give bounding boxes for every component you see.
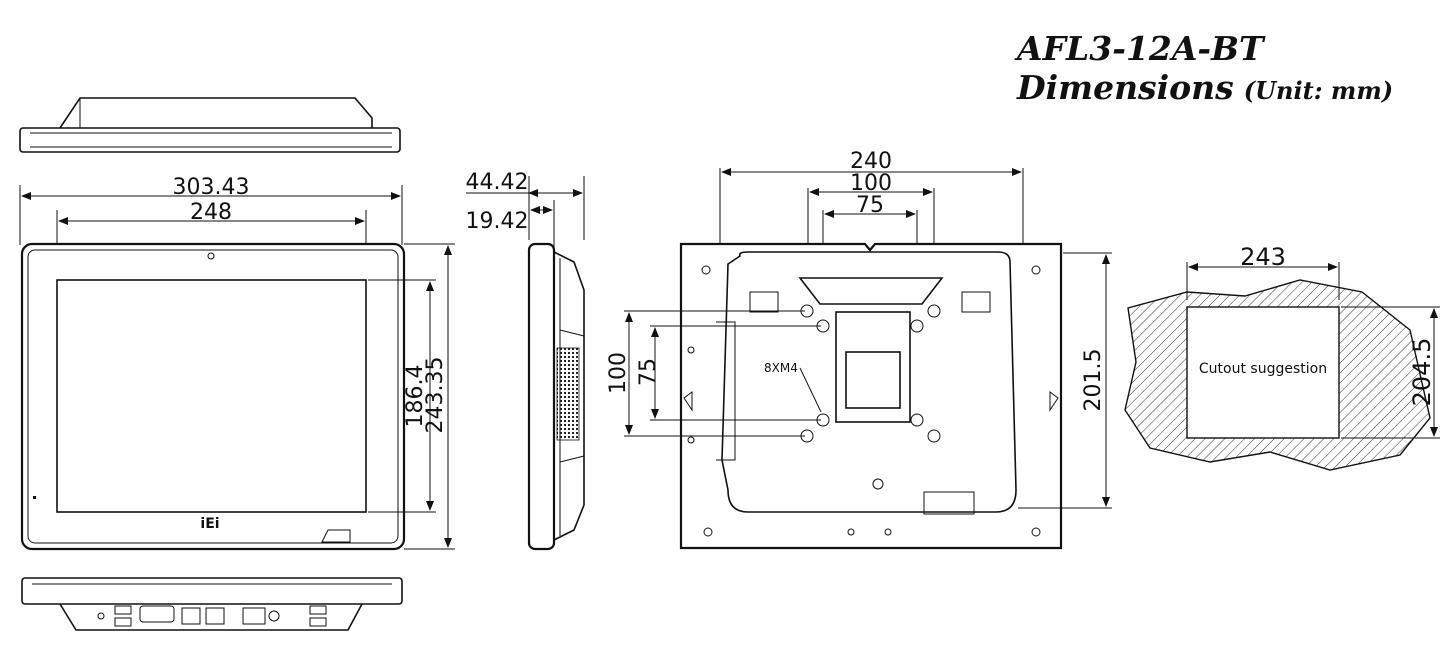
side-view: 44.42 19.42 (466, 170, 585, 551)
screw-label: 8XM4 (764, 361, 798, 375)
cutout-height: 204.5 (1408, 338, 1436, 407)
top-view (19, 97, 401, 153)
display-area (56, 279, 367, 513)
vesa-screw-hole (910, 413, 924, 427)
rear-width: 240 (850, 149, 892, 174)
side-overall-depth: 44.42 (466, 170, 529, 195)
unit-label: (Unit: mm) (1244, 76, 1393, 105)
rear-vesa-100-width: 100 (850, 171, 892, 196)
vesa-screw-hole (910, 319, 924, 333)
cutout-opening (1186, 306, 1340, 439)
rear-view: 240 100 75 8XM4 (606, 149, 1112, 550)
rear-overall-height: 201.5 (1081, 349, 1106, 412)
rear-vesa-75-width: 75 (856, 193, 884, 218)
heading-word: Dimensions (1016, 68, 1234, 107)
cutout-view: 243 Cutout suggestion 204.5 (1124, 243, 1440, 471)
front-overall-width: 303.43 (173, 175, 250, 200)
front-display-width: 248 (190, 200, 232, 225)
front-bezel (20, 242, 406, 551)
bottom-view (21, 577, 403, 631)
rear-vesa-75-height: 75 (636, 358, 661, 386)
side-vent (556, 347, 580, 441)
cutout-label: Cutout suggestion (1199, 361, 1327, 377)
cutout-width: 243 (1240, 243, 1286, 271)
dimensions-heading: Dimensions (Unit: mm) (1016, 68, 1393, 107)
rear-vesa-100-height: 100 (606, 352, 631, 394)
drawing-title: AFL3-12A-BT Dimensions (Unit: mm) (1014, 29, 1393, 107)
rear-vent (798, 277, 944, 305)
vesa-bracket (835, 311, 911, 423)
power-button-icon (321, 529, 351, 543)
iei-logo: iEi (200, 516, 219, 532)
vesa-screw-hole (927, 429, 941, 443)
camera-icon (207, 252, 215, 260)
front-display-height: 186.4 (403, 365, 428, 428)
model-name: AFL3-12A-BT (1014, 29, 1266, 68)
vesa-screw-hole (927, 304, 941, 318)
side-bezel-depth: 19.42 (466, 209, 529, 234)
front-view: 303.43 248 iEi 243.35 186.4 (19, 175, 455, 551)
